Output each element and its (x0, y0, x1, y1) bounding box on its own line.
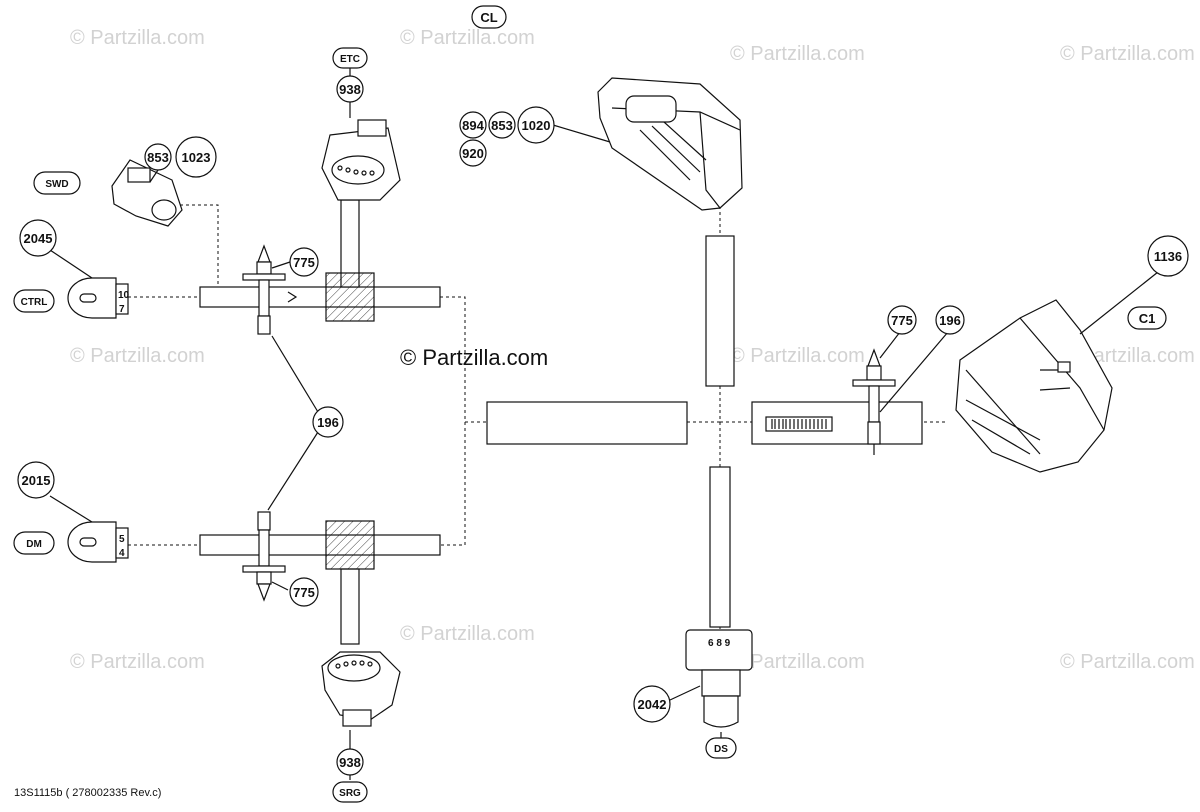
dm-connector: 5 4 (67, 521, 129, 563)
drawing-reference: 13S1115b ( 278002335 Rev.c) (14, 787, 161, 799)
callouts: 938 853 1023 2045 775 196 2015 775 938 8… (17, 75, 1189, 776)
label-dm: DM (26, 539, 42, 550)
callout-853-right: 853 (491, 118, 513, 133)
barcode-label (771, 419, 827, 429)
ds-pin-label: 6 8 9 (708, 638, 731, 649)
leader-lines (49, 62, 1159, 780)
cable-tie-775-top (242, 244, 286, 335)
callout-853-left: 853 (147, 150, 169, 165)
watermark: © Partzilla.com (70, 27, 205, 49)
callout-938-top: 938 (339, 82, 361, 97)
etc-connector (321, 119, 401, 201)
watermark: © Partzilla.com (400, 623, 535, 645)
callout-775-top: 775 (293, 255, 315, 270)
code-labels: CL ETC SWD CTRL DM SRG C1 DS (13, 5, 1167, 803)
watermark: © Partzilla.com (730, 651, 865, 673)
callout-2045: 2045 (24, 231, 53, 246)
callout-1023: 1023 (182, 150, 211, 165)
label-srg: SRG (339, 788, 361, 799)
ctrl-connector: 10 7 (67, 277, 130, 319)
c1-connector (955, 299, 1113, 473)
watermark: © Partzilla.com (1060, 651, 1195, 673)
callout-1020: 1020 (522, 118, 551, 133)
callout-920: 920 (462, 146, 484, 161)
callout-775-bottom: 775 (293, 585, 315, 600)
cl-connector (597, 77, 743, 211)
label-c1: C1 (1139, 311, 1156, 326)
cable-tie-775-bottom (242, 511, 286, 602)
callout-938-bottom: 938 (339, 755, 361, 770)
watermark: © Partzilla.com (70, 651, 205, 673)
cable-tie-775-right (852, 348, 896, 455)
center-watermark: © Partzilla.com (400, 345, 548, 370)
watermark: © Partzilla.com (730, 345, 865, 367)
ctrl-pin-label: 7 (119, 304, 125, 315)
watermark: © Partzilla.com (1060, 43, 1195, 65)
callout-775-right: 775 (891, 313, 913, 328)
ctrl-pin-label: 10 (118, 290, 130, 301)
watermark: © Partzilla.com (730, 43, 865, 65)
callout-2042: 2042 (638, 697, 667, 712)
watermark: © Partzilla.com (400, 27, 535, 49)
label-etc: ETC (340, 54, 360, 65)
dm-pin-label: 5 (119, 534, 125, 545)
callout-894: 894 (462, 118, 484, 133)
upper-left-harness (199, 199, 441, 322)
center-harness (486, 235, 923, 628)
callout-196-right: 196 (939, 313, 961, 328)
dm-pin-label: 4 (119, 548, 125, 559)
label-cl: CL (480, 10, 497, 25)
swd-connector (111, 159, 183, 227)
callout-2015: 2015 (22, 473, 51, 488)
callout-1136: 1136 (1154, 249, 1182, 264)
label-swd: SWD (45, 179, 68, 190)
srg-connector (321, 651, 401, 727)
callout-196-mid: 196 (317, 415, 339, 430)
label-ctrl: CTRL (21, 297, 48, 308)
watermark: © Partzilla.com (70, 345, 205, 367)
ds-sensor: 6 8 9 (685, 629, 753, 728)
label-ds: DS (714, 744, 728, 755)
